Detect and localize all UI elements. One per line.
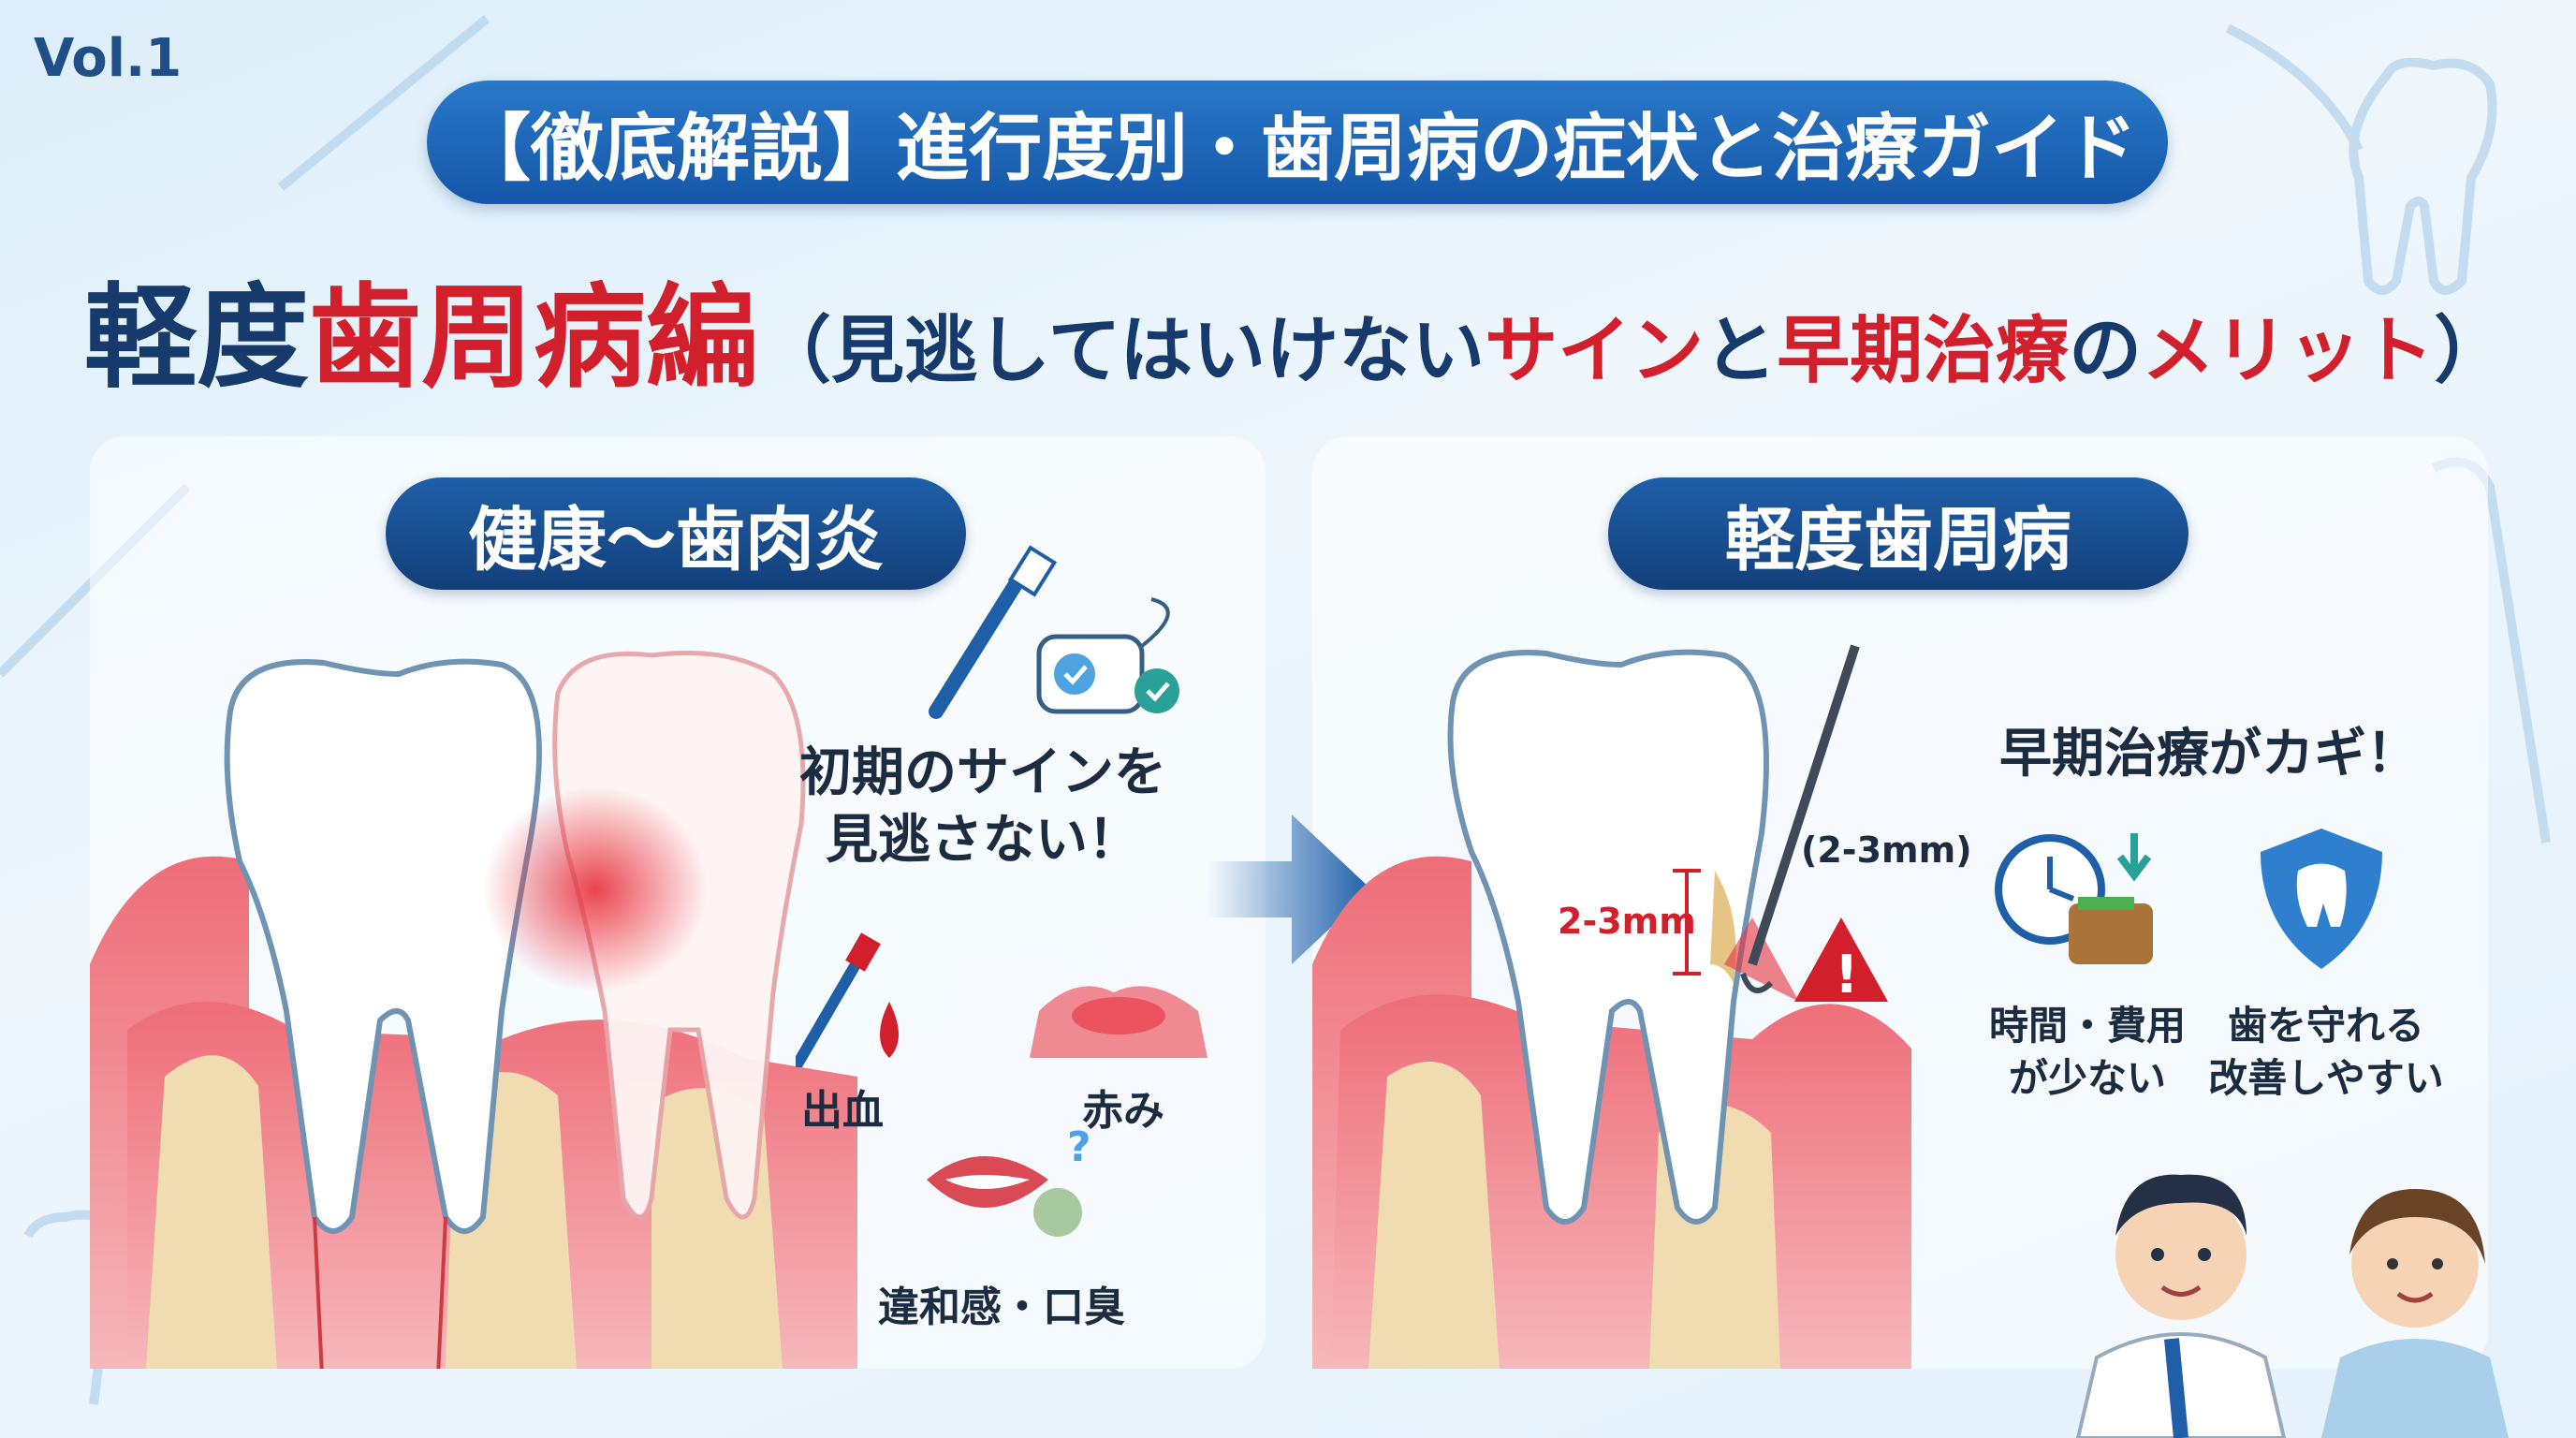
headline-part9: ） <box>2434 309 2508 393</box>
svg-text:!: ! <box>1835 945 1859 1005</box>
headline-part6: 早期治療 <box>1777 309 2070 393</box>
benefit-time-cost: 時間・費用 が少ない <box>1966 1000 2209 1105</box>
mild-panel-title: 軽度歯周病 <box>1608 477 2188 590</box>
benefit2-line1: 歯を守れる <box>2227 1003 2424 1049</box>
check-icon <box>1054 653 1095 695</box>
warning-icon: ! <box>1794 917 1888 1005</box>
plaque <box>1710 871 1736 983</box>
check-icon <box>1134 668 1179 713</box>
benefit-protect: 歯を守れる 改善しやすい <box>2200 1000 2452 1105</box>
shield-tooth-icon <box>2261 829 2382 969</box>
gum-icon <box>1030 986 1208 1058</box>
breath-cloud <box>1033 1188 1082 1237</box>
mild-periodontitis-illustration: ! <box>1312 644 1911 1369</box>
probe-icon <box>1748 644 1860 966</box>
inflammation-glow <box>483 786 708 992</box>
headline-part7: の <box>2069 309 2143 393</box>
healthy-teeth-illustration <box>90 651 857 1369</box>
headline-part1: 軽度 <box>84 273 309 404</box>
headline-part3: （見逃してはいけない <box>758 309 1486 393</box>
wallet-icon <box>2069 903 2153 964</box>
headline-part4: サイン <box>1485 309 1705 393</box>
callout-line1: 初期のサインを <box>799 742 1166 803</box>
early-sign-callout: 初期のサインを 見逃さない！ <box>768 740 1198 874</box>
title-banner: 【徹底解説】進行度別・歯周病の症状と治療ガイド <box>427 81 2168 204</box>
depth-label: 2-3mm <box>1558 901 1696 942</box>
headline-part8: メリット <box>2142 309 2435 393</box>
volume-label: Vol.1 <box>34 28 183 89</box>
headline-part5: と <box>1704 309 1778 393</box>
depth-label-probe: (2-3mm) <box>1801 829 1972 871</box>
headline: 軽度 歯周病編 （見逃してはいけない サイン と 早期治療 の メリット ） <box>84 255 2518 395</box>
bg-tool-top-left <box>277 15 490 191</box>
nurse-illustration <box>2321 1189 2509 1438</box>
bg-tooth-top-right <box>2349 57 2497 295</box>
brush-floss-icons <box>929 545 1179 719</box>
callout-line2: 見逃さない！ <box>826 810 1140 871</box>
time-cost-icon <box>1995 833 2153 964</box>
sign-redness: 赤み <box>1082 1087 1164 1135</box>
mouth-icon: ? <box>927 1123 1091 1237</box>
arrow-right-icon <box>1208 814 1371 964</box>
toothbrush-icon <box>929 545 1058 719</box>
tooth <box>1447 649 1769 1225</box>
benefit1-line2: が少ない <box>2008 1055 2166 1101</box>
sign-discomfort: 違和感・口臭 <box>878 1284 1125 1331</box>
key-heading: 早期治療がカギ！ <box>1999 724 2419 785</box>
benefit1-line1: 時間・費用 <box>1988 1003 2186 1049</box>
doctor-illustration <box>2075 1174 2287 1438</box>
question-icon: ? <box>1067 1123 1091 1171</box>
staff-illustration <box>2075 1174 2509 1438</box>
healthy-tooth <box>224 658 542 1234</box>
headline-part2: 歯周病編 <box>309 273 758 404</box>
healthy-panel-title: 健康〜歯肉炎 <box>386 477 966 590</box>
sign-bleeding: 出血 <box>801 1087 884 1135</box>
bg-floss-top-right <box>2225 23 2364 153</box>
blood-drop-icon <box>796 932 899 1067</box>
download-arrow-icon <box>2116 833 2152 882</box>
benefit2-line2: 改善しやすい <box>2208 1055 2444 1101</box>
